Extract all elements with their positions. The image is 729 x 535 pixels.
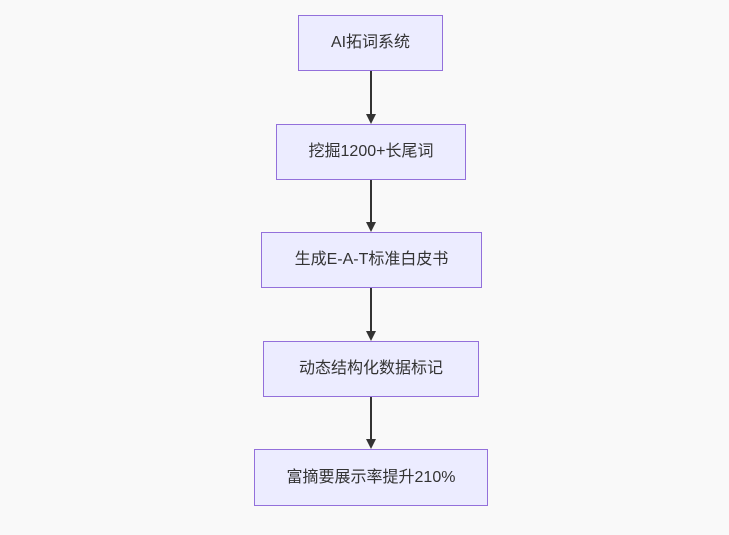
edge-line: [370, 71, 372, 117]
arrowhead-down-icon: [365, 439, 376, 449]
flow-node-label: 生成E-A-T标准白皮书: [294, 251, 449, 268]
flow-node-label: 富摘要展示率提升210%: [286, 468, 456, 486]
flow-node-rich-snippet-uplift: 富摘要展示率提升210%: [254, 449, 488, 506]
flow-node-label: 挖掘1200+长尾词: [308, 143, 434, 160]
flow-node-structured-data-markup: 动态结构化数据标记: [263, 341, 479, 397]
edge-line: [370, 397, 372, 442]
arrowhead-down-icon: [365, 331, 376, 341]
edge-line: [370, 288, 372, 334]
flow-node-eat-whitepaper: 生成E-A-T标准白皮书: [261, 232, 482, 288]
edge-line: [370, 180, 372, 225]
flow-node-label: AI拓词系统: [330, 34, 411, 51]
arrowhead-down-icon: [365, 114, 376, 124]
flow-node-label: 动态结构化数据标记: [298, 360, 443, 377]
arrowhead-down-icon: [365, 222, 376, 232]
flow-node-longtail-mining: 挖掘1200+长尾词: [276, 124, 466, 180]
flow-node-ai-keyword-system: AI拓词系统: [298, 15, 443, 71]
